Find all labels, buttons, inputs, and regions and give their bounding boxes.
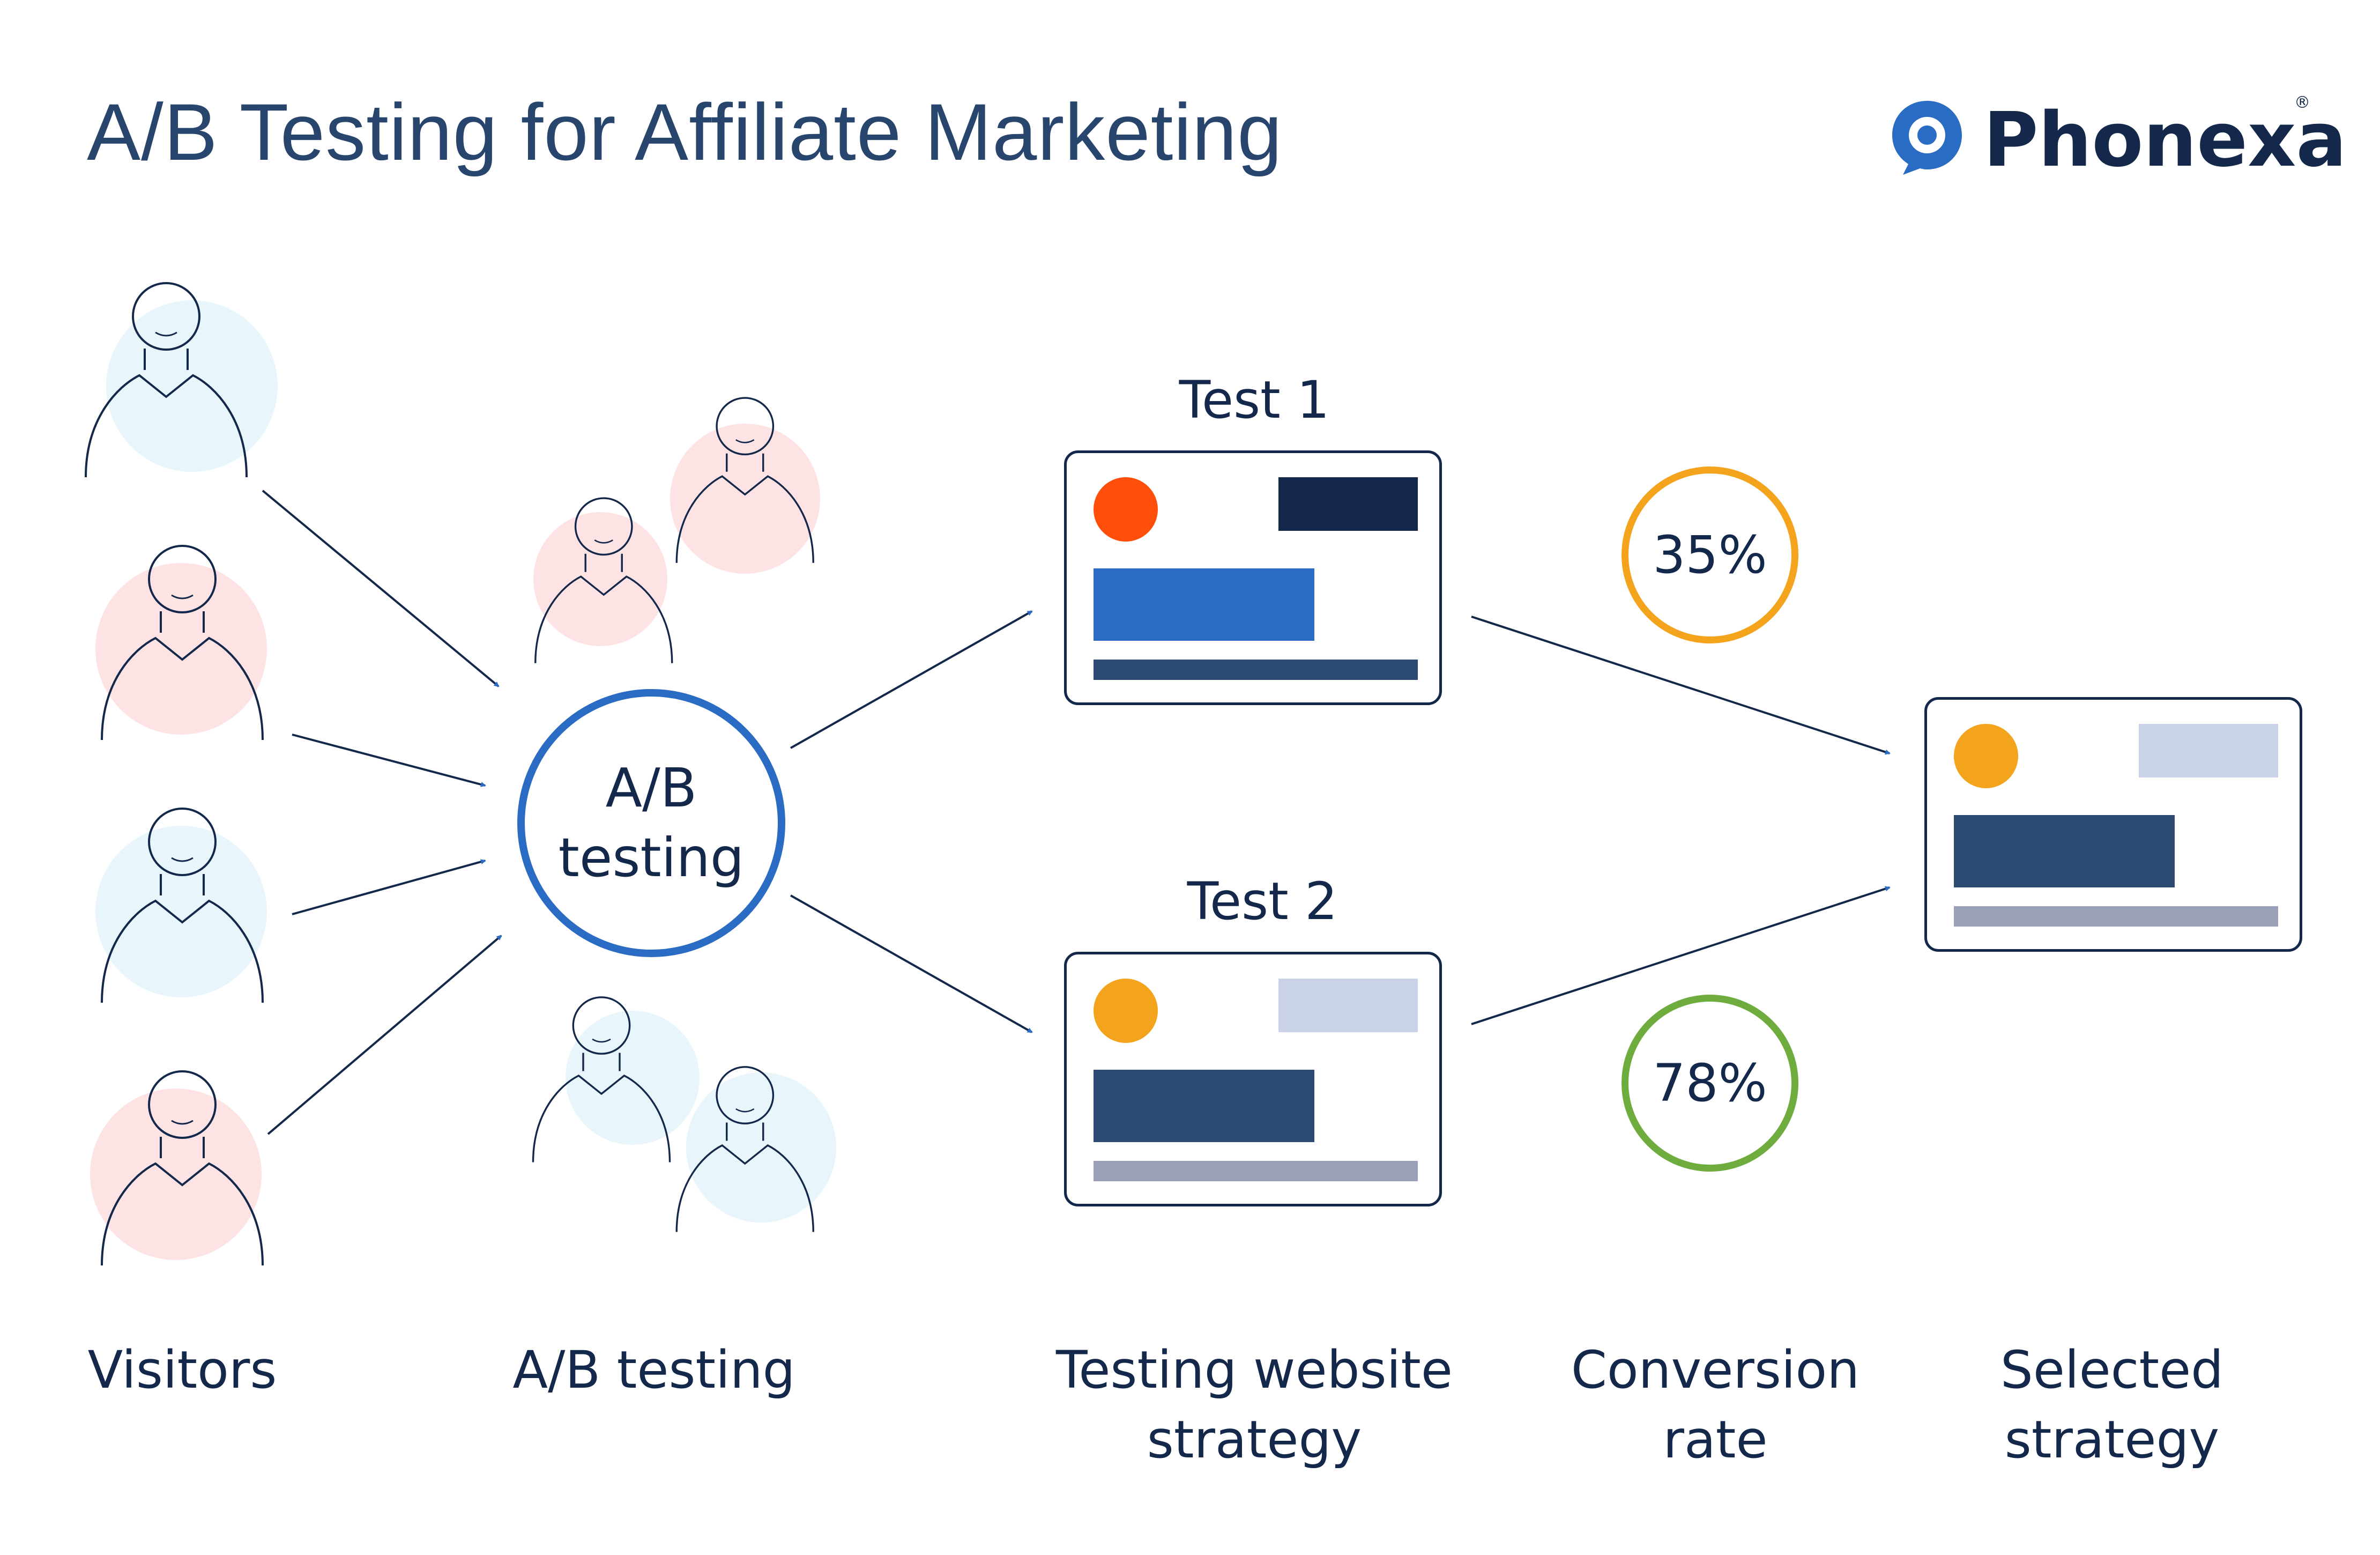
ab-testing-hub: A/B testing xyxy=(517,689,785,957)
caption-selected-line2: strategy xyxy=(1962,1405,2262,1475)
caption-testing-line2: strategy xyxy=(1018,1405,1490,1475)
conversion-rate-test-1: 35% xyxy=(1622,466,1798,643)
visitor-3 xyxy=(95,809,267,1003)
arrow-visitor-1 xyxy=(263,491,499,686)
test-1-footer-bar xyxy=(1094,660,1418,680)
test-1-header-block xyxy=(1278,477,1418,531)
hub-line2: testing xyxy=(559,823,745,893)
visitor-4 xyxy=(90,1071,263,1265)
test-1-card xyxy=(1064,450,1442,705)
conversion-rate-test-2: 78% xyxy=(1622,995,1798,1172)
test-2-hero-block xyxy=(1094,1070,1314,1142)
caption-ab-testing: A/B testing xyxy=(482,1335,825,1405)
caption-selected-line1: Selected xyxy=(1962,1335,2262,1405)
test-1-hero-block xyxy=(1094,568,1314,641)
test-2-header-block xyxy=(1278,979,1418,1032)
caption-conversion-line1: Conversion xyxy=(1533,1335,1898,1405)
group-top xyxy=(533,398,820,663)
arrow-hub-test2 xyxy=(791,895,1032,1032)
test-2-label: Test 2 xyxy=(1075,871,1450,931)
selected-dot xyxy=(1954,724,2018,788)
visitor-1 xyxy=(86,283,278,477)
hub-line1: A/B xyxy=(606,753,697,823)
selected-footer-bar xyxy=(1954,906,2278,927)
arrow-visitor-3 xyxy=(292,861,485,914)
test-1-label: Test 1 xyxy=(1067,370,1442,430)
visitor-2 xyxy=(95,546,267,740)
caption-visitors: Visitors xyxy=(75,1335,289,1405)
arrow-visitor-2 xyxy=(292,735,485,786)
caption-conversion-line2: rate xyxy=(1533,1405,1898,1475)
test-2-dot xyxy=(1094,979,1158,1043)
caption-testing-line1: Testing website xyxy=(1018,1335,1490,1405)
selected-hero-block xyxy=(1954,815,2175,887)
group-bottom xyxy=(533,997,837,1232)
caption-selected-strategy: Selected strategy xyxy=(1962,1335,2262,1475)
selected-strategy-card xyxy=(1924,697,2302,952)
test-2-card xyxy=(1064,952,1442,1206)
arrow-hub-test1 xyxy=(791,611,1032,748)
selected-header-block xyxy=(2139,724,2278,778)
test-1-dot xyxy=(1094,477,1158,542)
caption-conversion-rate: Conversion rate xyxy=(1533,1335,1898,1475)
caption-testing-website-strategy: Testing website strategy xyxy=(1018,1335,1490,1475)
test-2-footer-bar xyxy=(1094,1161,1418,1181)
arrow-visitor-4 xyxy=(268,936,501,1134)
